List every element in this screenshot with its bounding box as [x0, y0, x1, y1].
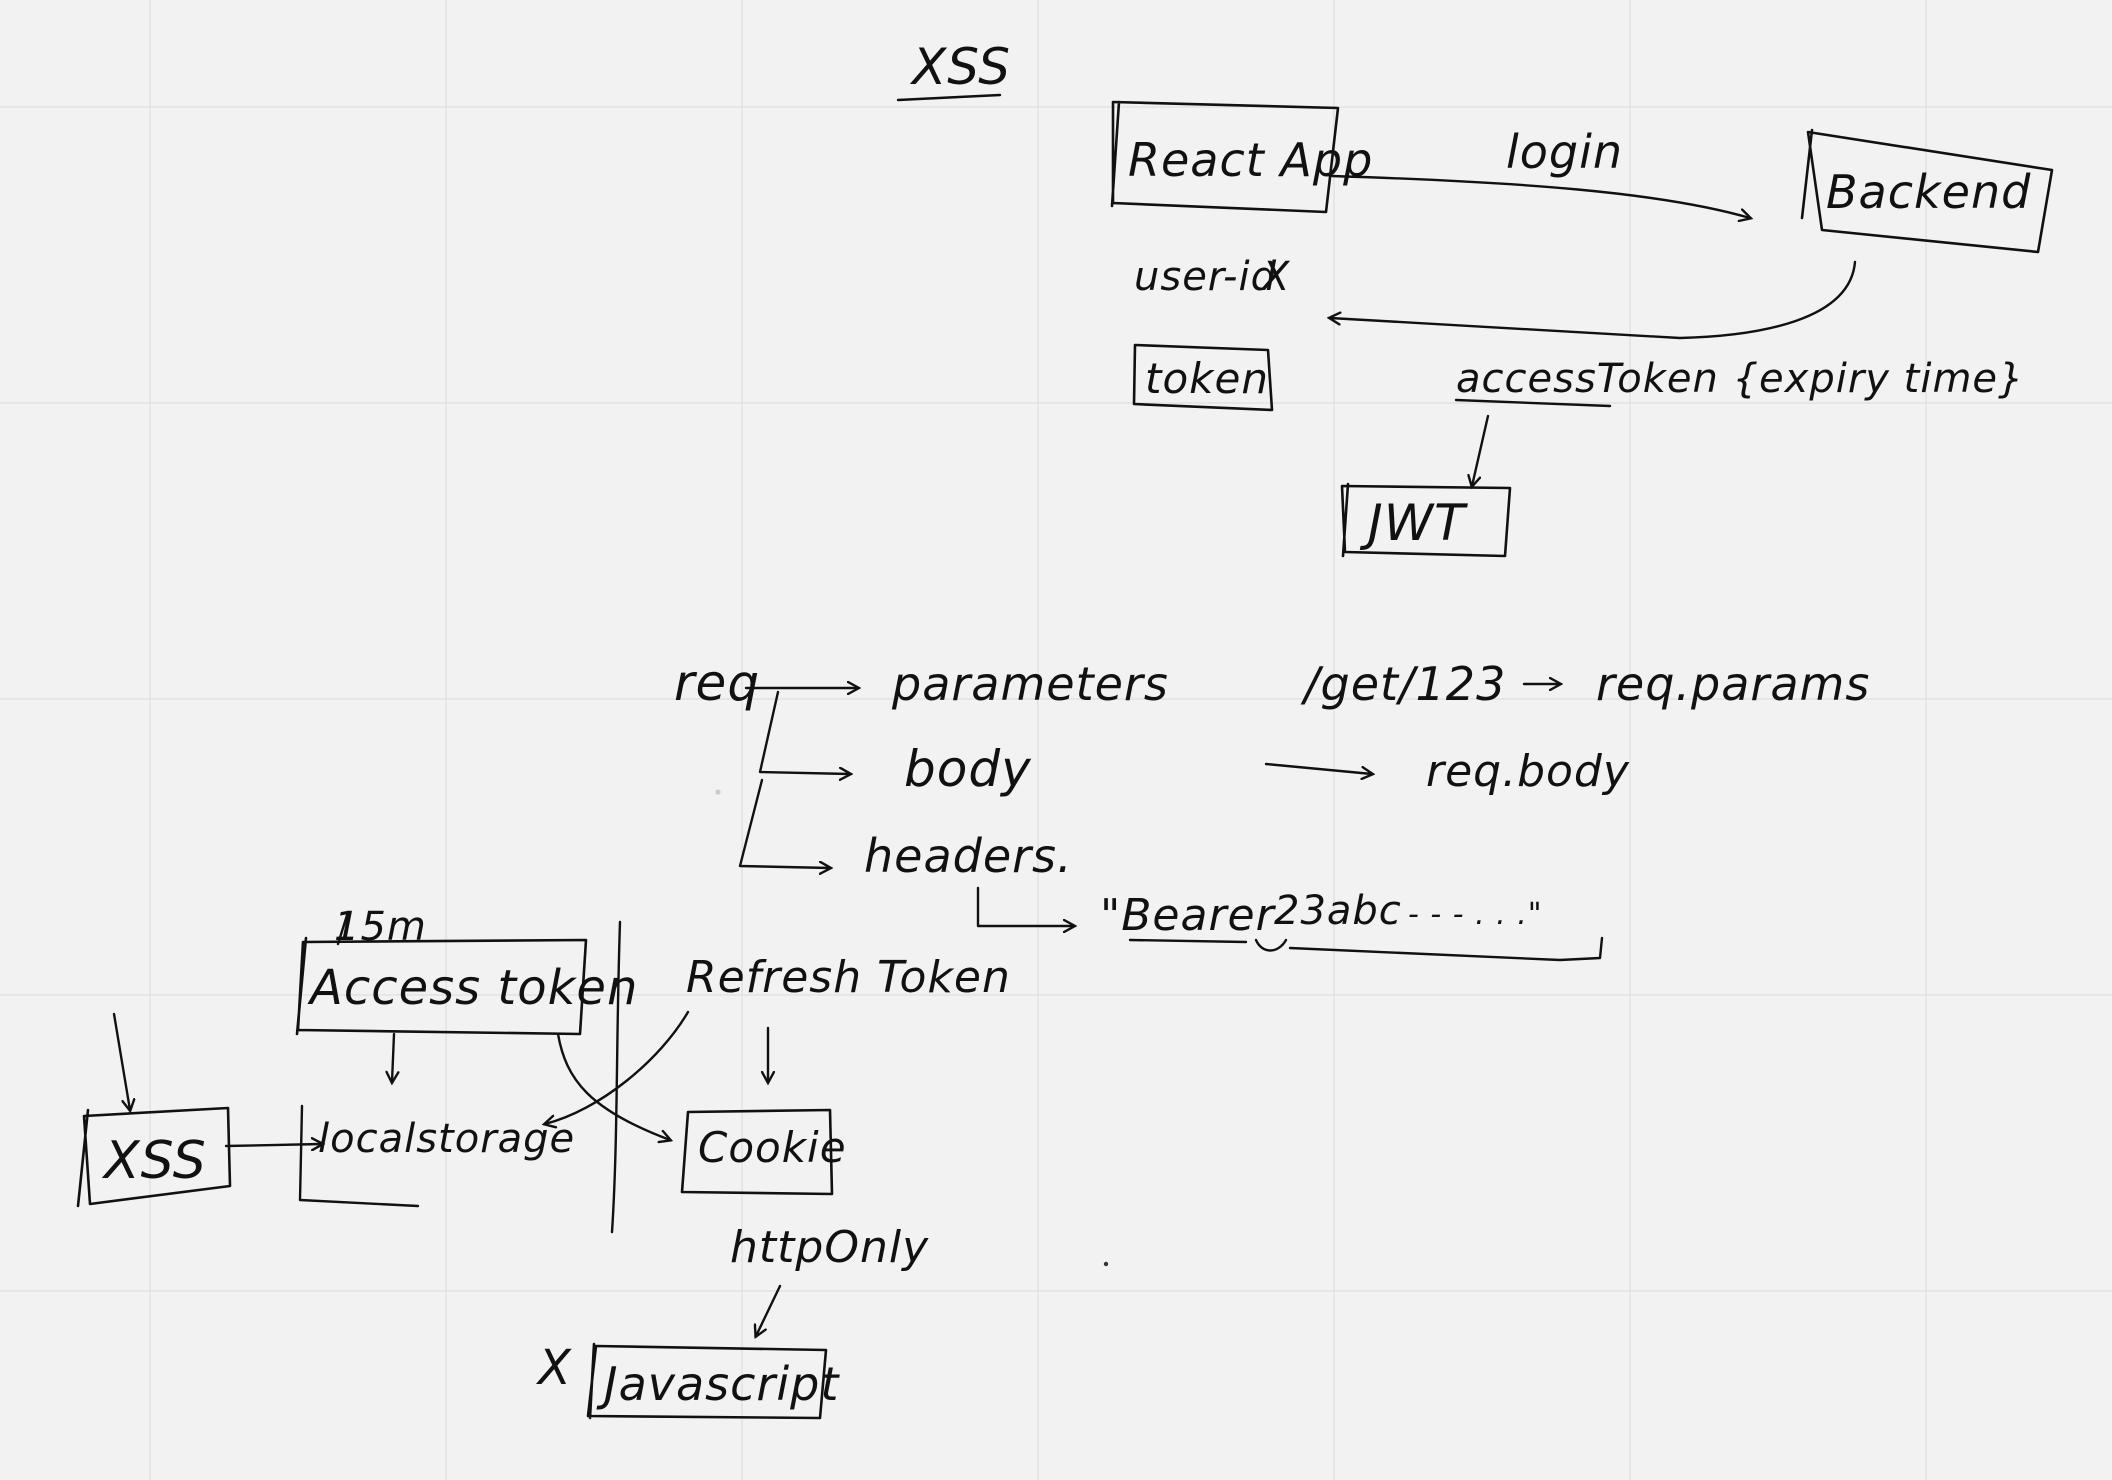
- xss-title-underline: [896, 93, 1002, 102]
- get-route-label: /get/123: [1300, 657, 1506, 711]
- response-arrow: [1330, 260, 1857, 340]
- req-headers-arrow: [738, 778, 830, 868]
- bearer-value: 23abc: [1274, 888, 1402, 934]
- backend-box: [1800, 128, 2054, 254]
- login-label: login: [1506, 125, 1623, 179]
- jwt-label: JWT: [1359, 494, 1468, 552]
- localstorage-label: localstorage: [318, 1116, 575, 1162]
- xss-box: [76, 1106, 232, 1208]
- divider-line: [610, 920, 622, 1234]
- user-id-cross: X: [1260, 254, 1291, 300]
- access-token-note: accessToken {expiry time}: [1456, 356, 2024, 402]
- req-params-label: req.params: [1596, 657, 1870, 711]
- cookie-label: Cookie: [698, 1123, 847, 1172]
- jwt-box: [1340, 482, 1512, 558]
- javascript-box: [586, 1342, 828, 1420]
- xss-title: XSS: [909, 38, 1011, 96]
- react-app-box: [1110, 100, 1340, 214]
- backend-label: Backend: [1826, 165, 2031, 219]
- stray-dot: [715, 789, 721, 795]
- parameters-label: parameters: [891, 657, 1169, 711]
- body-arrow: [1264, 762, 1372, 774]
- xss-local-arrow: [224, 1144, 322, 1146]
- localstorage-bracket: [298, 1104, 420, 1208]
- token-box: [1132, 343, 1274, 412]
- body-label: body: [904, 740, 1032, 798]
- cookie-box: [680, 1108, 834, 1196]
- javascript-label: Javascript: [596, 1357, 840, 1411]
- bearer-suffix: - - - . . .": [1408, 897, 1543, 932]
- react-app-label: React App: [1128, 133, 1373, 187]
- access-ttl-tick: [336, 910, 350, 946]
- req-body-arrow: [758, 690, 850, 774]
- stray-dot: [1103, 1261, 1109, 1267]
- jwt-arrow: [1472, 414, 1490, 486]
- access-token-box: [295, 936, 588, 1036]
- access-token-label: Access token: [307, 960, 638, 1016]
- headers-label: headers.: [864, 829, 1073, 883]
- refresh-token-label: Refresh Token: [686, 952, 1011, 1003]
- token-label: token: [1145, 354, 1269, 403]
- req-body-label: req.body: [1426, 746, 1630, 797]
- access-local-arrow: [392, 1032, 394, 1082]
- user-id-label: user-id: [1134, 254, 1277, 300]
- xss-box-label: XSS: [101, 1131, 207, 1191]
- access-cookie-arrow: [556, 1032, 670, 1140]
- access-token-underline: [1454, 398, 1612, 408]
- bearer-brace: [1254, 936, 1604, 962]
- bearer-underline: [1128, 938, 1248, 944]
- httponly-arrow: [756, 1284, 782, 1336]
- req-label: req: [674, 654, 760, 712]
- headers-bearer-arrow: [976, 886, 1074, 926]
- refresh-local-arrow: [545, 1010, 690, 1124]
- httponly-label: httpOnly: [730, 1222, 929, 1273]
- xss-incoming-arrow: [112, 1012, 130, 1110]
- login-arrow: [1330, 174, 1750, 218]
- bearer-prefix: "Bearer: [1100, 890, 1277, 941]
- blocked-mark: X: [535, 1340, 572, 1396]
